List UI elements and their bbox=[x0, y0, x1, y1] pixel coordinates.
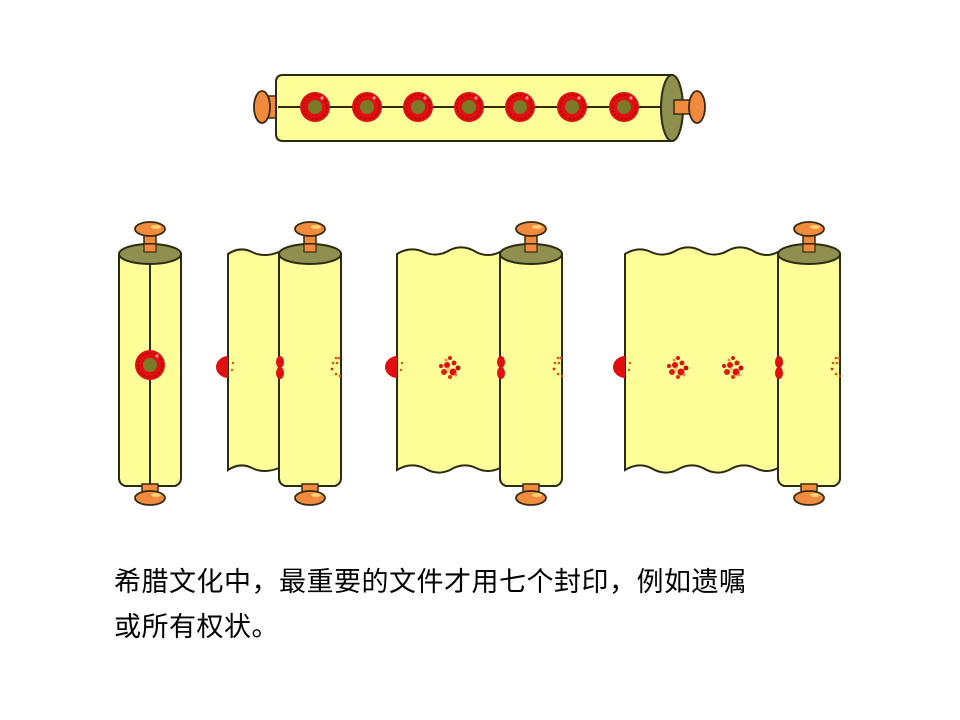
right-knob-icon bbox=[673, 90, 706, 124]
scroll-three-seals-broken bbox=[613, 221, 842, 506]
seal-icon bbox=[453, 91, 485, 123]
sealed-horizontal-scroll bbox=[253, 74, 706, 142]
seal-icon bbox=[504, 91, 536, 123]
closed-vertical-scroll bbox=[118, 221, 182, 506]
caption-line-1: 希腊文化中，最重要的文件才用七个封印，例如遗嘱 bbox=[114, 567, 747, 598]
seal-icon bbox=[134, 349, 166, 381]
seal-icon bbox=[556, 91, 588, 123]
scroll-one-seal-broken bbox=[216, 221, 342, 506]
seal-icon bbox=[351, 91, 383, 123]
scroll-illustration bbox=[118, 74, 842, 506]
seal-icon bbox=[299, 91, 331, 123]
scroll-two-seals-broken bbox=[385, 221, 564, 506]
seal-icon bbox=[402, 91, 434, 123]
left-knob-icon bbox=[253, 90, 279, 124]
slide-caption: 希腊文化中，最重要的文件才用七个封印，例如遗嘱 或所有权状。 bbox=[114, 560, 874, 650]
seal-icon bbox=[608, 91, 640, 123]
caption-line-2: 或所有权状。 bbox=[114, 612, 279, 643]
